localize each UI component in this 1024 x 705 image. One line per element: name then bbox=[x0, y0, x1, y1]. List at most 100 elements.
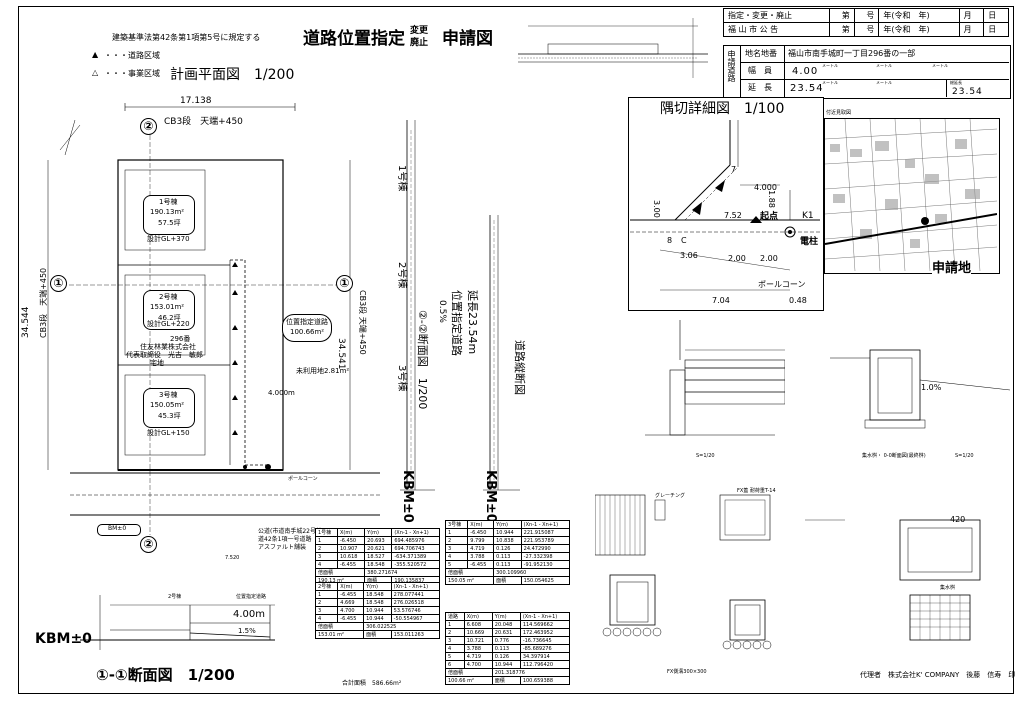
corner-pole: 電柱 bbox=[800, 237, 819, 247]
location-site-label: 申請地 bbox=[932, 261, 972, 276]
unused-land: 未利用地2.81m² bbox=[296, 367, 350, 375]
corner-d4: 1.88 bbox=[766, 190, 776, 208]
tb-divider-2 bbox=[784, 45, 785, 97]
corner-ptC: C bbox=[681, 236, 687, 245]
tb-row2-day: 日 bbox=[983, 22, 1009, 37]
tb-total-label: 総延長 bbox=[950, 80, 962, 85]
corner-d1: 3.00 bbox=[652, 200, 661, 218]
area3-title: 3号棟 bbox=[444, 520, 469, 529]
corner-drawing bbox=[630, 120, 820, 291]
tb-width-unit-2: メートル bbox=[876, 63, 892, 68]
detail-scale-2: S=1/20 bbox=[696, 453, 715, 459]
legend-road-symbol: ▲ bbox=[92, 50, 99, 59]
area2-total: 153.01 m² bbox=[314, 630, 365, 639]
tb-length-unit: メートル bbox=[822, 80, 838, 85]
tb-row2-label: 福 山 市 公 告 bbox=[723, 22, 830, 37]
corner-d6: 2.00 bbox=[728, 254, 746, 263]
corner-d7: 2.00 bbox=[760, 254, 778, 263]
tb-divider-4 bbox=[740, 79, 1009, 80]
corner-d3: 7.52 bbox=[724, 211, 742, 220]
basin-dim-420-top: 420 bbox=[950, 515, 966, 524]
plan-cb-left: CB3段 天端+450 bbox=[39, 267, 48, 338]
corner-title: 隅切詳細図 1/100 bbox=[660, 101, 785, 117]
lot1-tsubo: 57.5坪 bbox=[158, 219, 181, 227]
lot2-info bbox=[143, 290, 195, 330]
gutter-details bbox=[595, 494, 845, 650]
long-section-kbm-right: KBM±0 bbox=[483, 470, 498, 523]
road-table-total: 100.66 m² bbox=[445, 676, 493, 685]
top-section-sketch bbox=[518, 18, 708, 78]
lot1-name: 1号棟 bbox=[159, 198, 178, 206]
law-note: 建築基準法第42条第1項第5号に規定する bbox=[112, 33, 261, 42]
area1-col-x: X(m) bbox=[336, 528, 366, 537]
tb-row1-month: 月 bbox=[958, 8, 985, 23]
corner-d8: 7.04 bbox=[712, 296, 730, 305]
legend-business: ・・・事業区域 bbox=[104, 69, 160, 78]
area1-title: 1号棟 bbox=[315, 528, 338, 537]
tb-road-block bbox=[723, 45, 1011, 99]
location-map-caption: 付近見取図 bbox=[826, 110, 852, 116]
cross-section-kbm: KBM±0 bbox=[35, 631, 92, 647]
cross-section-slope: 1.5% bbox=[238, 627, 256, 635]
tb-divider-3 bbox=[740, 62, 1009, 63]
cross-section-title: ①-①断面図 1/200 bbox=[96, 666, 235, 684]
plan-cb-right: CB3段 天端+450 bbox=[358, 290, 367, 355]
tb-width-unit-3: メートル bbox=[932, 63, 948, 68]
corner-d5: 3.06 bbox=[680, 251, 698, 260]
bm-marker bbox=[97, 524, 141, 536]
tb-row1-no: 第 bbox=[829, 8, 855, 23]
corner-pt8: 8 bbox=[667, 236, 673, 245]
tb-address-value: 福山市南手城町一丁目296番の一部 bbox=[788, 49, 916, 58]
owner-lot: 296番 bbox=[170, 335, 191, 343]
lot2-gl: 設計GL+220 bbox=[147, 320, 190, 328]
tb-width-label: 幅 員 bbox=[748, 66, 772, 75]
long-section-length: 延長23.54m bbox=[466, 290, 479, 355]
tb-total-value: 23.54 bbox=[952, 87, 983, 97]
legend-business-symbol: △ bbox=[92, 68, 99, 77]
lot3-area: 150.05m² bbox=[150, 401, 185, 409]
tb-length-value: 23.54 bbox=[790, 83, 824, 94]
tb-width-unit: メートル bbox=[822, 63, 838, 68]
area1-col-d: (Xn-1 - Xn+1) bbox=[391, 528, 440, 537]
plan-pole-cone: ポールコーン bbox=[288, 476, 318, 482]
long-section-profile: 道路縦断図 bbox=[513, 340, 526, 395]
lot1-info bbox=[143, 195, 195, 235]
long-section-road: 位置指定道路 bbox=[450, 290, 463, 356]
owner-company: 住友林業株式会社 bbox=[140, 343, 196, 351]
corner-d2: 4.000 bbox=[754, 183, 777, 192]
section-marker-1-left: ① bbox=[50, 275, 67, 292]
cross-section-road-label: 位置指定道路 bbox=[236, 594, 267, 600]
lot3-gl: 設計GL+150 bbox=[147, 429, 190, 437]
tb-row1-era: 年(令和 年) bbox=[878, 8, 960, 23]
section-marker-2-top: ② bbox=[140, 118, 157, 135]
corner-detail-panel bbox=[628, 97, 824, 311]
title-block: 指定・変更・廃止 第 号 年(令和 年) 月 日 福 山 市 公 告 第 号 年… bbox=[723, 8, 1009, 37]
plan-dim-right: 34.541 bbox=[336, 338, 346, 370]
tb-width-value: 4.00 bbox=[792, 66, 819, 77]
owner-use: 宅地 bbox=[150, 359, 164, 367]
corner-d9: 0.48 bbox=[789, 296, 807, 305]
area1-col-y: Y(m) bbox=[364, 528, 393, 537]
tb-row2-era: 年(令和 年) bbox=[878, 22, 960, 37]
tb-length-unit-2: メートル bbox=[876, 80, 892, 85]
lot2-tsubo: 46.2坪 bbox=[158, 314, 181, 322]
long-section-bldg2: 2号棟 bbox=[396, 262, 407, 289]
plan-dim-bottom: 7.520 bbox=[225, 555, 240, 561]
corner-kiten: 起点 bbox=[760, 212, 779, 222]
tb-divider-5 bbox=[946, 79, 947, 97]
plan-title: 計画平面図 1/200 bbox=[170, 67, 295, 83]
tb-row1-label: 指定・変更・廃止 bbox=[723, 8, 830, 23]
lot1-area: 190.13m² bbox=[150, 208, 185, 216]
tb-row2-month: 月 bbox=[958, 22, 985, 37]
corner-k1: K1 bbox=[802, 211, 814, 221]
title-change-top: 変更 bbox=[410, 26, 429, 36]
lot2-area: 153.01m² bbox=[150, 303, 185, 311]
area2-title: 2号棟 bbox=[314, 582, 339, 591]
public-road-note-1: 公道(市道南手城22号線) bbox=[258, 528, 325, 535]
grating-label: グレーチング bbox=[655, 493, 686, 499]
plan-cb-top: CB3段 天端+450 bbox=[164, 117, 243, 127]
road-area-label: 位置指定道路 bbox=[286, 318, 328, 326]
detail-scale-1: S=1/20 bbox=[955, 453, 974, 459]
